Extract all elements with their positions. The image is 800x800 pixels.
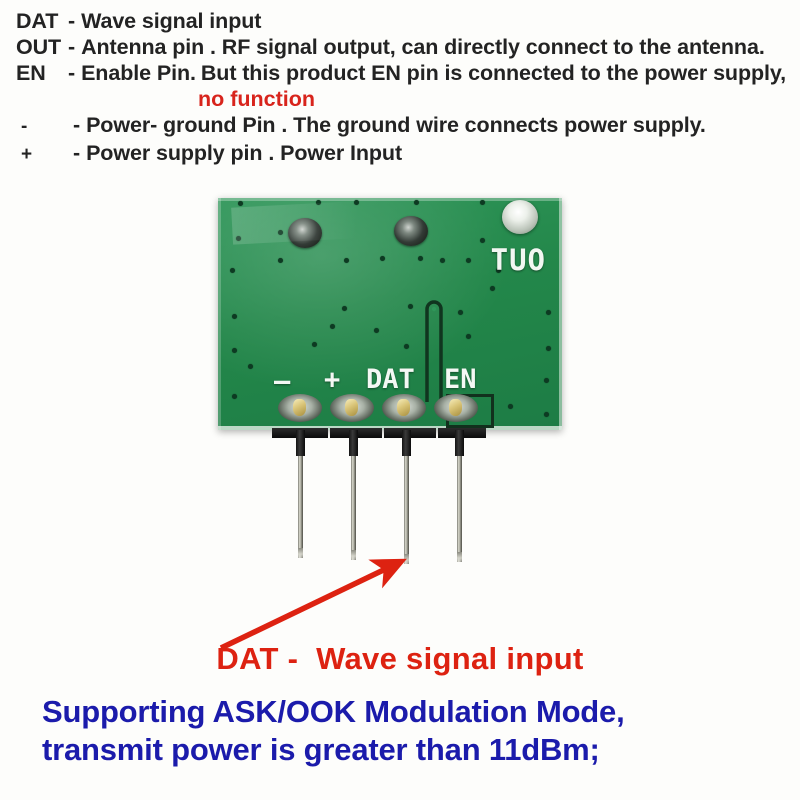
pin-legend: DAT - Wave signal input OUT - Antenna pi… bbox=[0, 8, 800, 168]
solder-pad-en bbox=[434, 394, 478, 424]
pin-plastic-base bbox=[349, 430, 358, 456]
pcb-via bbox=[330, 324, 335, 329]
legend-row-dat: DAT - Wave signal input bbox=[0, 8, 800, 34]
pcb-via bbox=[490, 286, 495, 291]
pcb-via bbox=[418, 256, 423, 261]
pcb-via bbox=[230, 268, 235, 273]
pcb-edge-top bbox=[218, 198, 562, 201]
pin-plastic-base bbox=[402, 430, 411, 456]
caption-dat-red: DAT - Wave signal input bbox=[216, 641, 584, 676]
legend-dash-minus: - bbox=[73, 113, 81, 137]
legend-desc-en: Enable Pin. bbox=[81, 61, 196, 85]
caption-spec-line-1: Supporting ASK/OOK Modulation Mode, bbox=[42, 694, 625, 729]
pcb-via bbox=[354, 200, 359, 205]
legend-desc-dat: Wave signal input bbox=[81, 9, 262, 33]
legend-warning-continuation: no function bbox=[198, 87, 316, 111]
pcb-via bbox=[380, 256, 385, 261]
pcb-via bbox=[404, 344, 409, 349]
pcb-via bbox=[278, 230, 283, 235]
pad-pin-core bbox=[397, 399, 410, 416]
pcb-via bbox=[466, 258, 471, 263]
silkscreen-pin-labels: — + DAT EN bbox=[274, 366, 544, 396]
legend-dash-en: - bbox=[68, 61, 76, 85]
solder-pad-dat bbox=[382, 394, 426, 424]
legend-pin-name-minus: - bbox=[21, 116, 28, 137]
pcb-via bbox=[414, 200, 419, 205]
pcb-via bbox=[508, 404, 513, 409]
pcb-via bbox=[248, 364, 253, 369]
legend-pin-name-dat: DAT bbox=[16, 9, 59, 33]
pcb-via bbox=[232, 348, 237, 353]
pcb-via bbox=[544, 378, 549, 383]
silkscreen-minus-label: — bbox=[274, 366, 291, 397]
pcb-via bbox=[374, 328, 379, 333]
pin-metal-shaft bbox=[298, 456, 303, 558]
pcb-via bbox=[238, 201, 243, 206]
legend-dash-dat: - bbox=[68, 9, 76, 33]
pin-plastic-base bbox=[455, 430, 464, 456]
pcb-via bbox=[278, 258, 283, 263]
legend-pin-name-en: EN bbox=[16, 61, 46, 85]
legend-dash-out: - bbox=[68, 35, 76, 59]
pcb-via bbox=[480, 238, 485, 243]
pcb-via bbox=[458, 310, 463, 315]
legend-row-en: EN - Enable Pin. But this product EN pin… bbox=[0, 60, 800, 86]
silkscreen-plus-label: + bbox=[324, 364, 341, 395]
pcb-via bbox=[232, 394, 237, 399]
solder-pad-plus bbox=[330, 394, 374, 424]
pcb-via bbox=[546, 346, 551, 351]
pcb-via bbox=[344, 258, 349, 263]
pad-pin-core bbox=[293, 399, 306, 416]
solder-joint-left bbox=[288, 218, 322, 248]
pcb-edge-left bbox=[218, 198, 221, 430]
legend-row-minus: - - Power- ground Pin . The ground wire … bbox=[0, 112, 800, 140]
solder-joint-right bbox=[394, 216, 428, 246]
solder-pad-minus bbox=[278, 394, 322, 424]
silkscreen-out-label: TUO bbox=[490, 243, 546, 277]
silkscreen-en-label: EN bbox=[444, 364, 477, 395]
pin-metal-shaft bbox=[351, 456, 356, 560]
legend-desc-out: Antenna pin . RF signal output, can dire… bbox=[81, 35, 765, 59]
caption-spec-blue: Supporting ASK/OOK Modulation Mode, tran… bbox=[42, 693, 772, 769]
rf-module-photo: TUO — + DAT EN bbox=[0, 190, 800, 620]
legend-dash-plus: - bbox=[73, 141, 81, 165]
legend-pin-name-out: OUT bbox=[16, 35, 62, 59]
legend-desc-plus: Power supply pin . Power Input bbox=[86, 141, 403, 165]
pcb-via bbox=[480, 200, 485, 205]
pcb-via bbox=[316, 200, 321, 205]
pcb-board: TUO — + DAT EN bbox=[218, 198, 562, 430]
pcb-via bbox=[408, 304, 413, 309]
pcb-via bbox=[232, 314, 237, 319]
pcb-edge-right bbox=[559, 198, 562, 430]
pin-metal-shaft bbox=[457, 456, 462, 562]
legend-desc-minus: Power- ground Pin . The ground wire conn… bbox=[86, 113, 706, 137]
pad-pin-core bbox=[449, 399, 462, 416]
pcb-via bbox=[342, 306, 347, 311]
pcb-via bbox=[544, 412, 549, 417]
legend-warning-en: But this product EN pin is connected to … bbox=[200, 61, 787, 85]
pcb-via bbox=[236, 236, 241, 241]
antenna-out-pad bbox=[502, 200, 538, 234]
pcb-via bbox=[466, 334, 471, 339]
antenna-trace bbox=[425, 300, 443, 402]
pin-plastic-base bbox=[296, 430, 305, 456]
caption-spec-line-2: transmit power is greater than 11dBm; bbox=[42, 732, 600, 767]
pcb-via bbox=[440, 258, 445, 263]
legend-row-out: OUT - Antenna pin . RF signal output, ca… bbox=[0, 34, 800, 60]
legend-row-plus: + - Power supply pin . Power Input bbox=[0, 140, 800, 168]
pad-pin-core bbox=[345, 399, 358, 416]
pcb-via bbox=[312, 342, 317, 347]
pcb-via bbox=[496, 268, 501, 273]
pcb-via bbox=[546, 310, 551, 315]
silkscreen-dat-label: DAT bbox=[366, 364, 415, 395]
pin-metal-shaft bbox=[404, 456, 409, 564]
legend-pin-name-plus: + bbox=[21, 144, 32, 165]
